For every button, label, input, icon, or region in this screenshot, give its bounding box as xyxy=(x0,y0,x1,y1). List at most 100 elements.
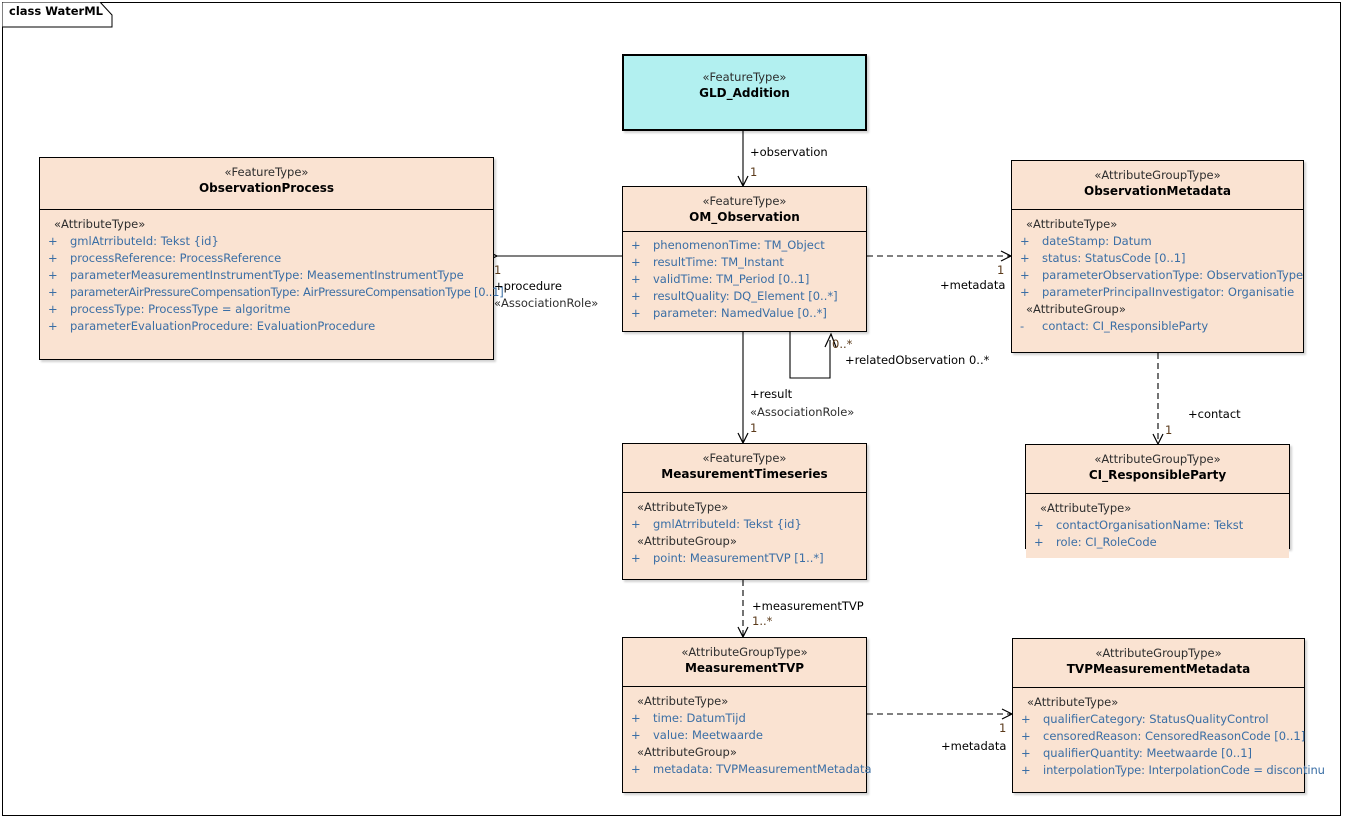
attribute-signature: point: MeasurementTVP [1..*] xyxy=(653,551,824,565)
attribute-row: + parameterPrincipalInvestigator: Organi… xyxy=(1012,284,1303,301)
visibility: + xyxy=(1034,535,1044,549)
class-name: TVPMeasurementMetadata xyxy=(1066,662,1251,676)
visibility: + xyxy=(1020,234,1030,248)
attribute-row: + qualifierCategory: StatusQualityContro… xyxy=(1013,711,1304,728)
attribute-row: + phenomenonTime: TM_Object xyxy=(623,237,866,254)
class-attributes: «AttributeType» + contactOrganisationNam… xyxy=(1026,494,1289,558)
attribute-signature: role: CI_RoleCode xyxy=(1056,535,1157,549)
class-attributes: + phenomenonTime: TM_Object + resultTime… xyxy=(623,232,866,329)
class-header: «AttributeGroupType» ObservationMetadata xyxy=(1012,161,1303,210)
edge-label-related-observation-role: +relatedObservation 0..* xyxy=(845,353,990,367)
visibility: + xyxy=(631,762,641,776)
attribute-signature: qualifierCategory: StatusQualityControl xyxy=(1043,712,1269,726)
edge-label-procedure-role: +procedure xyxy=(494,279,562,293)
edge-label-metadata-tvp-mult: 1 xyxy=(999,721,1007,735)
attribute-signature: resultQuality: DQ_Element [0..*] xyxy=(653,289,838,303)
visibility: + xyxy=(631,238,641,252)
class-header: «FeatureType» MeasurementTimeseries xyxy=(623,444,866,493)
class-name: MeasurementTimeseries xyxy=(661,467,828,481)
visibility: - xyxy=(1020,319,1025,333)
attribute-signature: parameterAirPressureCompensationType: Ai… xyxy=(70,285,504,299)
visibility: + xyxy=(1021,712,1031,726)
class-stereotype: «FeatureType» xyxy=(702,70,787,84)
visibility: + xyxy=(631,728,641,742)
visibility: + xyxy=(1034,518,1044,532)
attribute-signature: censoredReason: CensoredReasonCode [0..1… xyxy=(1043,729,1306,743)
class-header: «AttributeGroupType» CI_ResponsibleParty xyxy=(1026,445,1289,494)
visibility: + xyxy=(631,289,641,303)
attribute-row: + role: CI_RoleCode xyxy=(1026,534,1289,551)
class-gld-addition[interactable]: «FeatureType» GLD_Addition xyxy=(622,54,867,131)
attribute-signature: contact: CI_ResponsibleParty xyxy=(1042,319,1209,333)
attribute-row: + gmlAtrributeId: Tekst {id} xyxy=(40,233,493,250)
attribute-row: + parameterEvaluationProcedure: Evaluati… xyxy=(40,318,493,335)
visibility: + xyxy=(48,302,58,316)
edge-label-procedure-mult: 1 xyxy=(494,263,502,277)
attribute-group-label: «AttributeType» xyxy=(637,500,729,514)
attribute-row: + processReference: ProcessReference xyxy=(40,250,493,267)
attribute-group-label: «AttributeGroup» xyxy=(637,745,737,759)
class-attributes: «AttributeType» + dateStamp: Datum + sta… xyxy=(1012,210,1303,342)
attribute-group-label: «AttributeType» xyxy=(54,217,146,231)
visibility: + xyxy=(631,551,641,565)
attribute-signature: contactOrganisationName: Tekst xyxy=(1056,518,1244,532)
class-ci-responsibleparty[interactable]: «AttributeGroupType» CI_ResponsibleParty… xyxy=(1025,444,1290,558)
attribute-group-label: «AttributeType» xyxy=(1026,217,1118,231)
class-observation-metadata[interactable]: «AttributeGroupType» ObservationMetadata… xyxy=(1011,160,1304,353)
edge-label-observation-mult: 1 xyxy=(750,165,758,179)
visibility: + xyxy=(631,255,641,269)
visibility: + xyxy=(631,517,641,531)
class-observation-process[interactable]: «FeatureType» ObservationProcess «Attrib… xyxy=(39,157,504,360)
edge-label-metadata-tvp-role: +metadata xyxy=(941,739,1007,753)
class-stereotype: «AttributeGroupType» xyxy=(681,645,808,659)
attribute-signature: phenomenonTime: TM_Object xyxy=(653,238,825,252)
attribute-row: + validTime: TM_Period [0..1] xyxy=(623,271,866,288)
edge-label-contact-role: +contact xyxy=(1188,407,1241,421)
frame-label: class WaterML xyxy=(9,4,103,18)
attribute-group-label: «AttributeType» xyxy=(1027,695,1119,709)
class-stereotype: «AttributeGroupType» xyxy=(1094,168,1221,182)
attribute-row: + processType: ProcessType = algoritme xyxy=(40,301,493,318)
attribute-group-label: «AttributeGroup» xyxy=(1026,302,1126,316)
attribute-signature: parameterEvaluationProcedure: Evaluation… xyxy=(70,319,376,333)
class-header: «AttributeGroupType» TVPMeasurementMetad… xyxy=(1013,639,1304,688)
attribute-signature: time: DatumTijd xyxy=(653,711,746,725)
attribute-signature: qualifierQuantity: Meetwaarde [0..1] xyxy=(1043,746,1253,760)
attribute-signature: status: StatusCode [0..1] xyxy=(1042,251,1186,265)
class-name: CI_ResponsibleParty xyxy=(1088,468,1227,482)
attribute-signature: metadata: TVPMeasurementMetadata xyxy=(653,762,872,776)
class-measurement-timeseries[interactable]: «FeatureType» MeasurementTimeseries «Att… xyxy=(622,443,867,580)
visibility: + xyxy=(1020,268,1030,282)
attribute-row: + parameterMeasurementInstrumentType: Me… xyxy=(40,267,493,284)
class-name: MeasurementTVP xyxy=(684,661,805,675)
visibility: + xyxy=(1021,746,1031,760)
class-tvp-measurement-metadata[interactable]: «AttributeGroupType» TVPMeasurementMetad… xyxy=(1012,638,1325,793)
frame-tab-shape xyxy=(2,2,113,28)
attribute-signature: gmlAtrributeId: Tekst {id} xyxy=(653,517,802,531)
attribute-signature: processReference: ProcessReference xyxy=(70,251,282,265)
attribute-row: + contactOrganisationName: Tekst xyxy=(1026,517,1289,534)
attribute-row: + interpolationType: InterpolationCode =… xyxy=(1013,762,1325,779)
class-name: OM_Observation xyxy=(689,210,800,224)
visibility: + xyxy=(48,251,58,265)
attribute-signature: parameterObservationType: ObservationTyp… xyxy=(1042,268,1304,282)
edge-label-result-stereotype: «AssociationRole» xyxy=(750,405,855,419)
class-stereotype: «AttributeGroupType» xyxy=(1094,452,1221,466)
visibility: + xyxy=(48,234,58,248)
edge-label-related-observation-mult: 0..* xyxy=(832,337,853,351)
class-om-observation[interactable]: «FeatureType» OM_Observation + phenomeno… xyxy=(622,186,867,332)
class-header: «AttributeGroupType» MeasurementTVP xyxy=(623,638,866,687)
attribute-signature: interpolationType: InterpolationCode = d… xyxy=(1043,763,1325,777)
attribute-signature: parameterMeasurementInstrumentType: Meas… xyxy=(70,268,464,282)
attribute-row: + time: DatumTijd xyxy=(623,710,866,727)
class-measurement-tvp[interactable]: «AttributeGroupType» MeasurementTVP «Att… xyxy=(622,637,872,793)
class-header: «FeatureType» ObservationProcess xyxy=(40,158,493,210)
visibility: + xyxy=(48,285,58,299)
attribute-row: + gmlAtrributeId: Tekst {id} xyxy=(623,516,866,533)
attribute-row: - contact: CI_ResponsibleParty xyxy=(1012,318,1303,335)
attribute-row: + censoredReason: CensoredReasonCode [0.… xyxy=(1013,728,1306,745)
class-attributes: «AttributeType» + gmlAtrributeId: Tekst … xyxy=(623,493,866,574)
edge-label-measurementtvp-role: +measurementTVP xyxy=(752,599,864,613)
visibility: + xyxy=(631,272,641,286)
class-header: «FeatureType» GLD_Addition xyxy=(624,56,865,129)
